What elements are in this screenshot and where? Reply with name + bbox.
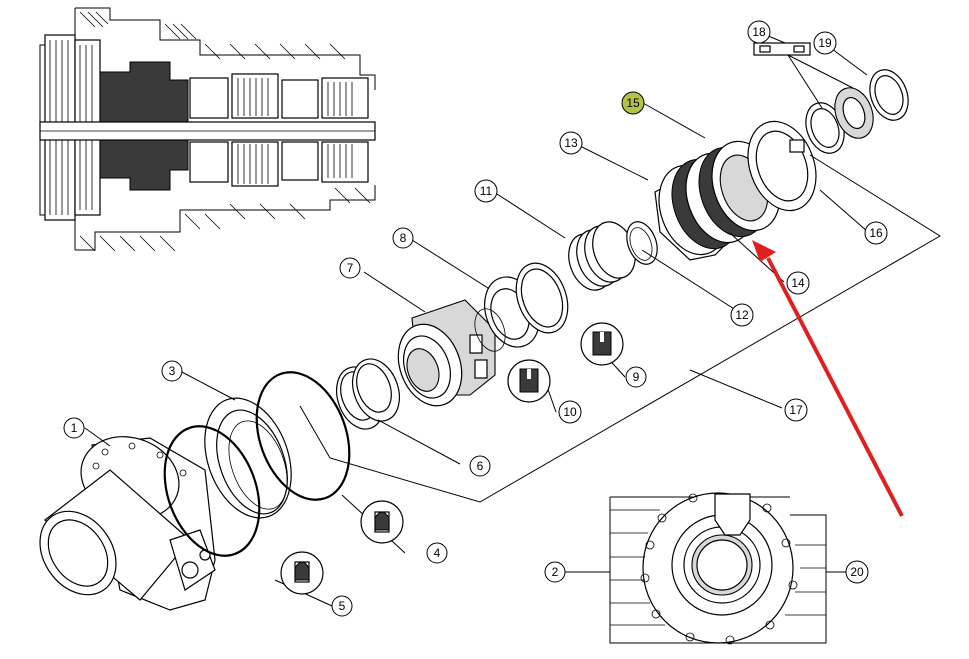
callout-1-label: 1 — [71, 421, 78, 435]
callout-9-label: 9 — [633, 370, 640, 384]
callout-16-label: 16 — [869, 226, 883, 240]
callout-4: 4 — [426, 542, 448, 564]
callout-5: 5 — [331, 595, 353, 617]
callout-15-label: 15 — [626, 96, 640, 110]
callout-1: 1 — [63, 417, 85, 439]
callout-16: 16 — [864, 221, 888, 245]
sealant-icon — [507, 359, 551, 403]
callout-8: 8 — [392, 227, 414, 249]
lubricant-grease-icon — [360, 500, 404, 544]
part-8-seal — [474, 262, 569, 352]
part-3-ring-gear — [204, 397, 292, 519]
callout-9: 9 — [625, 366, 647, 388]
callout-6-label: 6 — [477, 459, 484, 473]
callout-18-label: 18 — [752, 25, 766, 39]
parts-18-19-bearing-washer — [753, 42, 909, 154]
cross-section-view — [39, 7, 376, 252]
callout-18: 18 — [747, 20, 771, 44]
callout-4-label: 4 — [434, 546, 441, 560]
callout-7-label: 7 — [347, 261, 354, 275]
callout-17-label: 17 — [789, 403, 803, 417]
housing-hatching — [79, 11, 371, 252]
callout-14-label: 14 — [791, 276, 805, 290]
callout-3: 3 — [161, 360, 183, 382]
callout-labels: 1 2 3 4 5 6 7 8 9 10 11 12 13 14 15 16 1… — [63, 20, 888, 617]
part-6-seal-rings — [336, 358, 400, 430]
sealant-icon — [580, 322, 624, 366]
callout-14: 14 — [786, 271, 810, 295]
part-16-thrust-ring — [747, 120, 817, 212]
lubricant-grease-icon — [280, 551, 324, 595]
callout-3-label: 3 — [169, 364, 176, 378]
callout-2-label: 2 — [552, 565, 559, 579]
callout-12: 12 — [730, 303, 754, 327]
callout-11-label: 11 — [480, 184, 493, 198]
callout-15: 15 — [621, 91, 645, 115]
callout-8-label: 8 — [400, 231, 407, 245]
part-2-20-end-view — [609, 492, 827, 645]
leader-lines — [84, 34, 941, 607]
red-pointer-arrow — [752, 240, 904, 517]
part-11-springs — [568, 221, 636, 291]
callout-13-label: 13 — [564, 136, 578, 150]
part-1-housing — [39, 436, 216, 611]
callout-13: 13 — [559, 131, 583, 155]
callout-19-label: 19 — [818, 36, 832, 50]
callout-10: 10 — [558, 400, 582, 424]
callout-10-label: 10 — [563, 405, 577, 419]
callout-2: 2 — [544, 561, 566, 583]
snap-rings-4-5 — [163, 371, 351, 557]
callout-7: 7 — [339, 257, 361, 279]
callout-12-label: 12 — [735, 308, 749, 322]
callout-5-label: 5 — [339, 599, 346, 613]
callout-6: 6 — [469, 455, 491, 477]
callout-19: 19 — [813, 31, 837, 55]
callout-20-label: 20 — [850, 565, 864, 579]
callout-17: 17 — [784, 398, 808, 422]
callout-20: 20 — [845, 560, 869, 584]
callout-11: 11 — [474, 179, 498, 203]
part-7-piston — [397, 299, 496, 407]
part-12-circlip — [626, 221, 658, 265]
